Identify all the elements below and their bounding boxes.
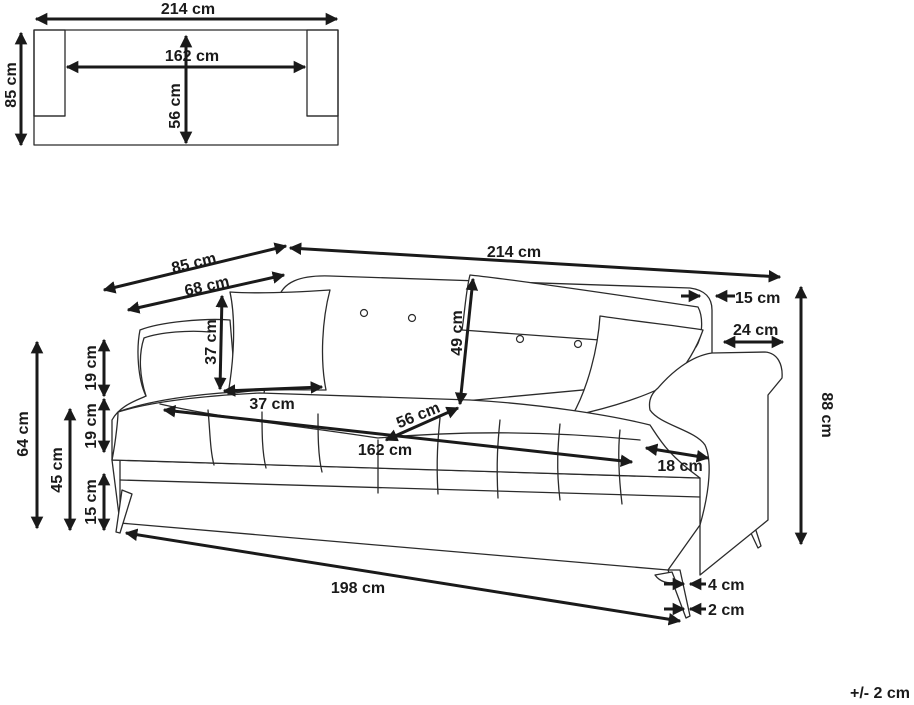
inner-depth-label: 68 cm xyxy=(183,273,231,299)
total-height-label: 88 cm xyxy=(818,392,835,437)
seat-height-label: 45 cm xyxy=(49,447,66,492)
backrest-height-label: 49 cm xyxy=(449,310,466,355)
backrest-height-arrow xyxy=(454,277,479,406)
top-width-label: 214 cm xyxy=(161,1,215,18)
backrest-thickness-label: 15 cm xyxy=(735,290,780,307)
top-view-outline xyxy=(33,29,339,146)
top-depth-label: 85 cm xyxy=(3,62,20,107)
seat-width-arrow xyxy=(162,404,634,468)
seat-width-label: 162 cm xyxy=(358,442,412,459)
cushion-width-arrow xyxy=(222,381,324,397)
cushion-height-arrow xyxy=(213,294,229,391)
armrest-depth-arrow xyxy=(644,443,710,463)
leg-bracket xyxy=(654,571,677,584)
tolerance-note: +/- 2 cm xyxy=(850,685,910,702)
inner-depth-arrow xyxy=(126,271,286,314)
armrest-width-label: 24 cm xyxy=(733,322,778,339)
base-length-arrow xyxy=(124,528,682,626)
button xyxy=(573,339,583,349)
top-view-dimensions xyxy=(14,12,339,147)
base-length-label: 198 cm xyxy=(331,580,385,597)
throw-pillow-left xyxy=(227,289,331,395)
depth-label: 85 cm xyxy=(170,250,218,277)
leg-height-label: 15 cm xyxy=(83,479,100,524)
armrest-depth-label: 18 cm xyxy=(657,458,702,475)
width-arrow xyxy=(288,242,782,283)
front-view-dimensions xyxy=(30,242,808,626)
back-lower-label: 19 cm xyxy=(83,403,100,448)
top-inner-width-label: 162 cm xyxy=(165,48,219,65)
leg-bottom-label: 2 cm xyxy=(708,602,744,619)
armrest-height-label: 64 cm xyxy=(15,411,32,456)
width-label: 214 cm xyxy=(487,244,541,261)
top-seat-depth-label: 56 cm xyxy=(167,83,184,128)
back-upper-label: 19 cm xyxy=(83,345,100,390)
button xyxy=(359,308,369,318)
cushion-height-label: 37 cm xyxy=(203,319,220,364)
cushion-width-label: 37 cm xyxy=(249,396,294,413)
seat-front xyxy=(111,459,701,571)
button xyxy=(515,334,525,344)
leg-top-label: 4 cm xyxy=(708,577,744,594)
button xyxy=(407,313,417,323)
armrest-right xyxy=(648,351,783,576)
front-leg-left xyxy=(115,489,133,534)
